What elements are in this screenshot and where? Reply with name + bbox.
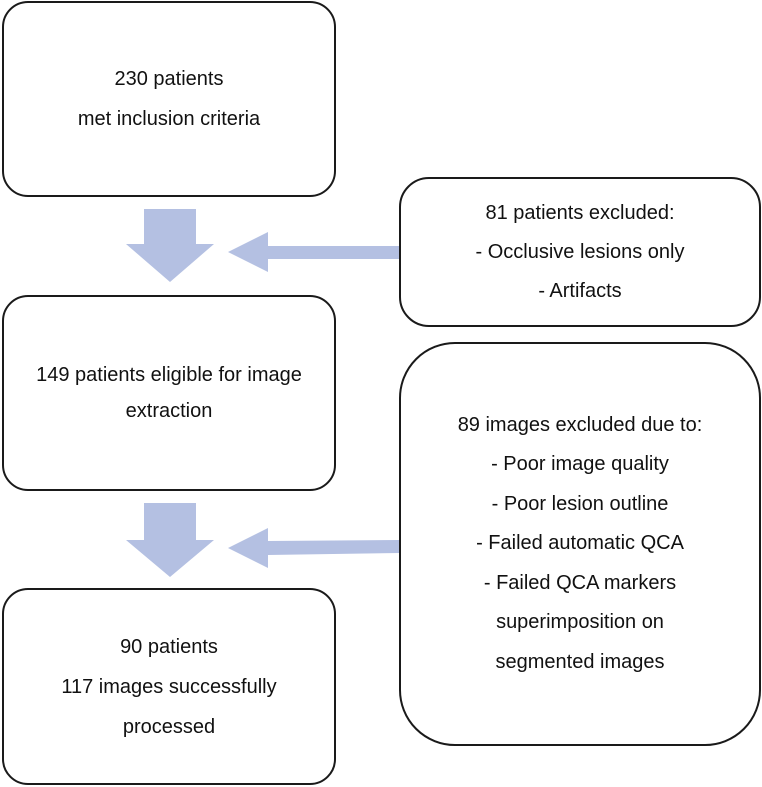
patients-excluded-line-2: - Occlusive lesions only xyxy=(475,240,685,263)
processed-line-1: 90 patients xyxy=(120,635,218,658)
images-excluded-line-5: - Failed QCA markers xyxy=(483,571,677,594)
images-excluded-line-3: - Poor lesion outline xyxy=(491,492,669,515)
eligible-box: 149 patients eligible for image extracti… xyxy=(2,295,336,491)
left-arrow-1 xyxy=(228,232,399,272)
patients-excluded-box: 81 patients excluded: - Occlusive lesion… xyxy=(399,177,761,327)
images-excluded-line-2: - Poor image quality xyxy=(491,453,669,476)
images-excluded-line-7: segmented images xyxy=(495,650,665,673)
patients-excluded-line-3: - Artifacts xyxy=(538,279,622,302)
patients-excluded-line-1: 81 patients excluded: xyxy=(485,201,675,224)
eligible-text: 149 patients eligible for image extracti… xyxy=(36,364,302,422)
processed-box: 90 patients 117 images successfully proc… xyxy=(2,588,336,785)
inclusion-line-2: met inclusion criteria xyxy=(77,108,261,130)
inclusion-line-1: 230 patients xyxy=(114,68,224,90)
images-excluded-line-6: superimposition on xyxy=(496,611,664,634)
down-arrow-2 xyxy=(126,503,214,577)
down-arrow-1 xyxy=(126,209,214,282)
processed-line-2: 117 images successfully xyxy=(61,675,277,698)
images-excluded-line-4: - Failed automatic QCA xyxy=(476,532,684,555)
images-excluded-box: 89 images excluded due to: - Poor image … xyxy=(399,342,761,746)
inclusion-box: 230 patients met inclusion criteria xyxy=(2,1,336,197)
processed-line-3: processed xyxy=(122,715,216,738)
images-excluded-line-1: 89 images excluded due to: xyxy=(457,413,703,436)
left-arrow-2 xyxy=(228,528,400,568)
